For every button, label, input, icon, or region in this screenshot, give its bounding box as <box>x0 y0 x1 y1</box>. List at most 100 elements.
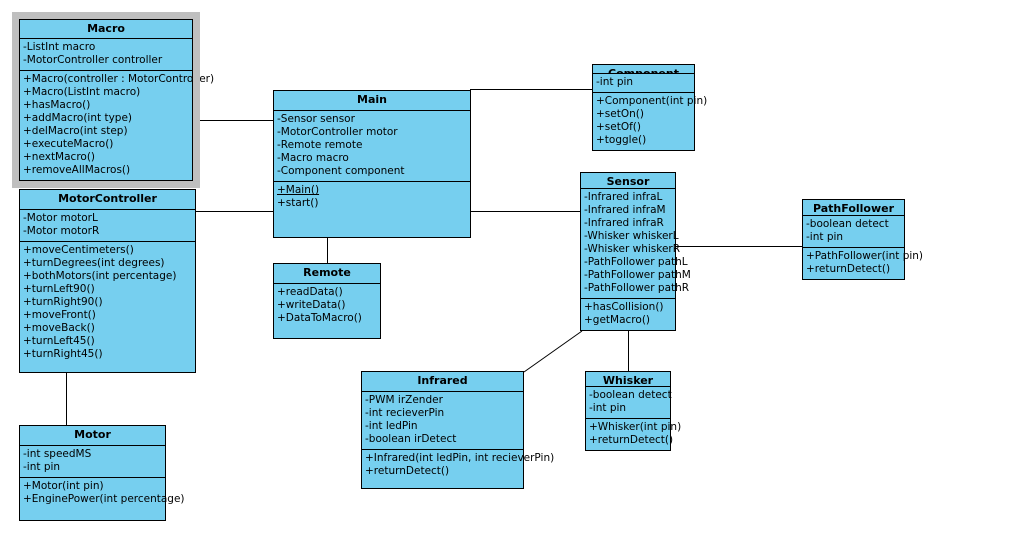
operation: +Motor(int pin) <box>23 480 104 492</box>
attribute: -Sensor sensor <box>277 113 355 125</box>
attribute: -Whisker whiskerR <box>584 243 681 255</box>
class-title-sensor: Sensor <box>581 173 675 189</box>
class-attributes-sensor: -Infrared infraL -Infrared infraM -Infra… <box>581 189 691 299</box>
attribute: -MotorController motor <box>277 126 398 138</box>
attribute: -int pin <box>806 231 844 243</box>
class-box-whisker[interactable]: Whisker -boolean detect -int pin +Whiske… <box>585 371 682 451</box>
class-box-remote[interactable]: Remote +readData() +writeData() +DataToM… <box>273 263 381 339</box>
association-motorcontroller-main[interactable] <box>196 211 274 212</box>
attribute: -PathFollower pathR <box>584 282 690 294</box>
attribute: -boolean detect <box>806 218 889 230</box>
operation: +setOf() <box>596 121 641 133</box>
class-box-motor[interactable]: Motor -int speedMS -int pin +Motor(int p… <box>19 425 185 521</box>
operation: +turnLeft45() <box>23 335 95 347</box>
operation: +getMacro() <box>584 314 651 326</box>
attribute: -Infrared infraR <box>584 217 664 229</box>
association-motorcontroller-motor[interactable] <box>66 373 67 426</box>
attribute: -int speedMS <box>23 448 92 460</box>
operation: +nextMacro() <box>23 151 96 163</box>
association-main-remote[interactable] <box>327 238 328 263</box>
class-operations-macro: +Macro(controller : MotorController) +Ma… <box>20 71 215 180</box>
attribute: -boolean irDetect <box>365 433 457 445</box>
class-attributes-whisker: -boolean detect -int pin <box>586 387 672 419</box>
operation: +delMacro(int step) <box>23 125 128 137</box>
class-title-motor: Motor <box>20 426 165 446</box>
operation: +Component(int pin) <box>596 95 708 107</box>
class-attributes-pathfollower: -boolean detect -int pin <box>803 216 904 248</box>
association-macro-main[interactable] <box>192 120 274 121</box>
class-box-sensor[interactable]: Sensor -Infrared infraL -Infrared infraM… <box>580 172 691 331</box>
operation: +addMacro(int type) <box>23 112 133 124</box>
class-box-main[interactable]: Main -Sensor sensor -MotorController mot… <box>273 90 471 238</box>
attribute: -int recieverPin <box>365 407 445 419</box>
operation: +hasMacro() <box>23 99 91 111</box>
association-main-component[interactable] <box>470 89 592 90</box>
operation: +Macro(controller : MotorController) <box>23 73 215 85</box>
association-sensor-pathfollower[interactable] <box>676 246 802 247</box>
attribute: -MotorController controller <box>23 54 163 66</box>
operation: +turnRight90() <box>23 296 103 308</box>
class-attributes-motor: -int speedMS -int pin <box>20 446 165 478</box>
class-attributes-infrared: -PWM irZender -int recieverPin -int ledP… <box>362 392 523 450</box>
operation: +setOn() <box>596 108 644 120</box>
class-title-motorcontroller: MotorController <box>20 190 195 210</box>
operation: +moveCentimeters() <box>23 244 134 256</box>
attribute: -boolean detect <box>589 389 672 401</box>
operation: +readData() <box>277 286 343 298</box>
operation: +writeData() <box>277 299 346 311</box>
class-title-infrared: Infrared <box>362 372 523 392</box>
class-operations-motorcontroller: +moveCentimeters() +turnDegrees(int degr… <box>20 242 195 372</box>
operation: +executeMacro() <box>23 138 114 150</box>
operation: +EnginePower(int percentage) <box>23 493 185 505</box>
class-box-pathfollower[interactable]: PathFollower -boolean detect -int pin +P… <box>802 199 924 280</box>
attribute: -PathFollower pathM <box>584 269 691 281</box>
class-title-pathfollower: PathFollower <box>803 200 904 216</box>
class-title-whisker: Whisker <box>586 372 670 387</box>
operation: +PathFollower(int pin) <box>806 250 924 262</box>
attribute: -Remote remote <box>277 139 363 151</box>
class-attributes-macro: -ListInt macro -MotorController controll… <box>20 39 192 71</box>
class-operations-infrared: +Infrared(int ledPin, int recieverPin) +… <box>362 450 555 488</box>
attribute: -int pin <box>589 402 627 414</box>
operation: +turnRight45() <box>23 348 103 360</box>
class-box-macro[interactable]: Macro -ListInt macro -MotorController co… <box>12 12 215 188</box>
operation: +turnLeft90() <box>23 283 95 295</box>
class-title-macro: Macro <box>20 20 192 39</box>
attribute: -PathFollower pathL <box>584 256 688 268</box>
class-attributes-motorcontroller: -Motor motorL -Motor motorR <box>20 210 195 242</box>
operation: +returnDetect() <box>589 434 674 446</box>
class-operations-pathfollower: +PathFollower(int pin) +returnDetect() <box>803 248 924 279</box>
attribute: -Motor motorR <box>23 225 100 237</box>
class-operations-component: +Component(int pin) +setOn() +setOf() +t… <box>593 93 708 150</box>
class-operations-main: +Main() +start() <box>274 182 470 237</box>
class-box-infrared[interactable]: Infrared -PWM irZender -int recieverPin … <box>361 371 555 489</box>
attribute: -Macro macro <box>277 152 349 164</box>
class-operations-motor: +Motor(int pin) +EnginePower(int percent… <box>20 478 185 520</box>
class-box-motorcontroller[interactable]: MotorController -Motor motorL -Motor mot… <box>19 189 196 373</box>
attribute: -int ledPin <box>365 420 418 432</box>
operation: +moveBack() <box>23 322 95 334</box>
attribute: -Infrared infraM <box>584 204 666 216</box>
class-box-component[interactable]: Component -int pin +Component(int pin) +… <box>592 64 708 151</box>
attribute: -int pin <box>596 76 634 88</box>
association-main-sensor[interactable] <box>470 211 580 212</box>
attribute: -int pin <box>23 461 61 473</box>
class-title-remote: Remote <box>274 264 380 284</box>
attribute: -Motor motorL <box>23 212 98 224</box>
class-title-main: Main <box>274 91 470 111</box>
class-attributes-main: -Sensor sensor -MotorController motor -R… <box>274 111 470 182</box>
operation: +returnDetect() <box>806 263 891 275</box>
attribute: -Whisker whiskerL <box>584 230 679 242</box>
operation: +toggle() <box>596 134 647 146</box>
class-attributes-component: -int pin <box>593 74 694 93</box>
attribute: -ListInt macro <box>23 41 96 53</box>
operation: +Whisker(int pin) <box>589 421 682 433</box>
operation: +removeAllMacros() <box>23 164 131 176</box>
association-sensor-whisker[interactable] <box>628 331 629 372</box>
operation: +Infrared(int ledPin, int recieverPin) <box>365 452 555 464</box>
operation: +Main() <box>277 184 320 196</box>
operation: +Macro(ListInt macro) <box>23 86 141 98</box>
class-operations-remote: +readData() +writeData() +DataToMacro() <box>274 284 380 338</box>
